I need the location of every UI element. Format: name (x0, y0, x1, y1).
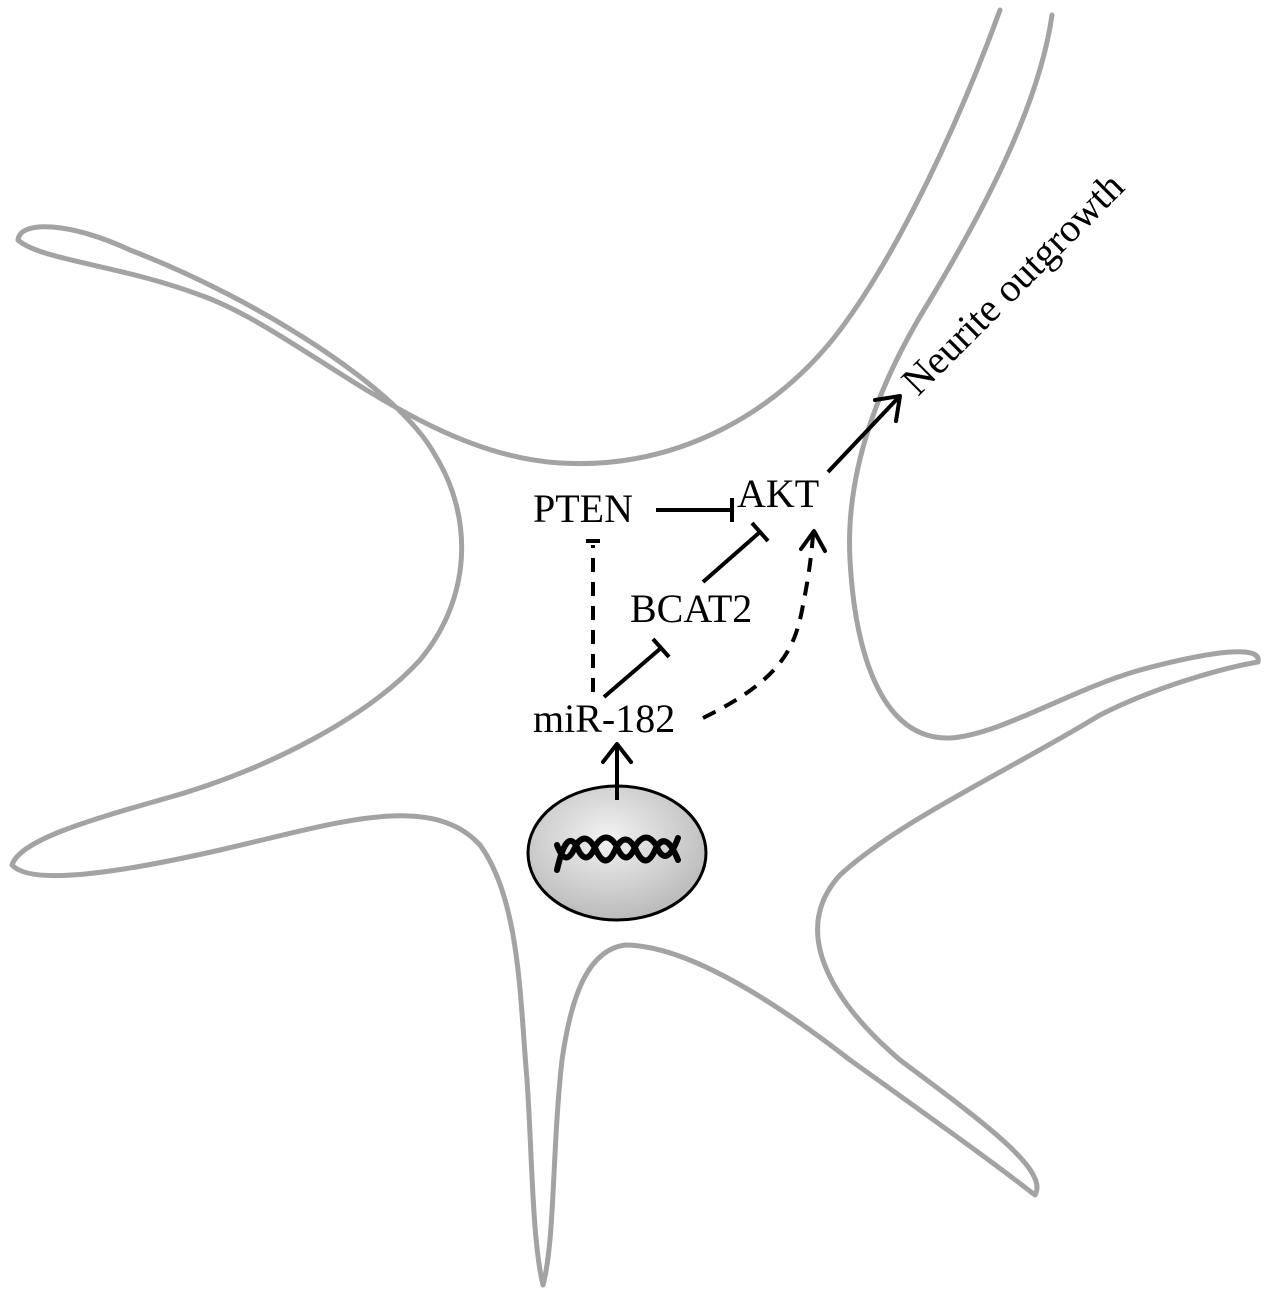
bcat2-inhibits-akt-edge (701, 521, 770, 584)
mir182-inhibits-pten-edge (586, 539, 600, 692)
akt-label: AKT (737, 471, 819, 516)
mir182-label: miR-182 (533, 696, 675, 741)
akt-to-neurite-outgrowth-arrow (826, 394, 902, 474)
bcat2-label: BCAT2 (630, 586, 752, 631)
pten-label: PTEN (533, 486, 633, 531)
dna-helix-icon (554, 834, 681, 873)
mir182-activates-akt-edge (702, 529, 827, 720)
neurite-outgrowth-label: Neurite outgrowth (893, 163, 1133, 403)
pten-inhibits-akt-edge (656, 498, 734, 522)
neuron-cell-outline (9, 7, 1261, 1288)
mir182-inhibits-bcat2-edge (602, 637, 671, 699)
nucleus-to-mir182-arrow (601, 742, 633, 800)
